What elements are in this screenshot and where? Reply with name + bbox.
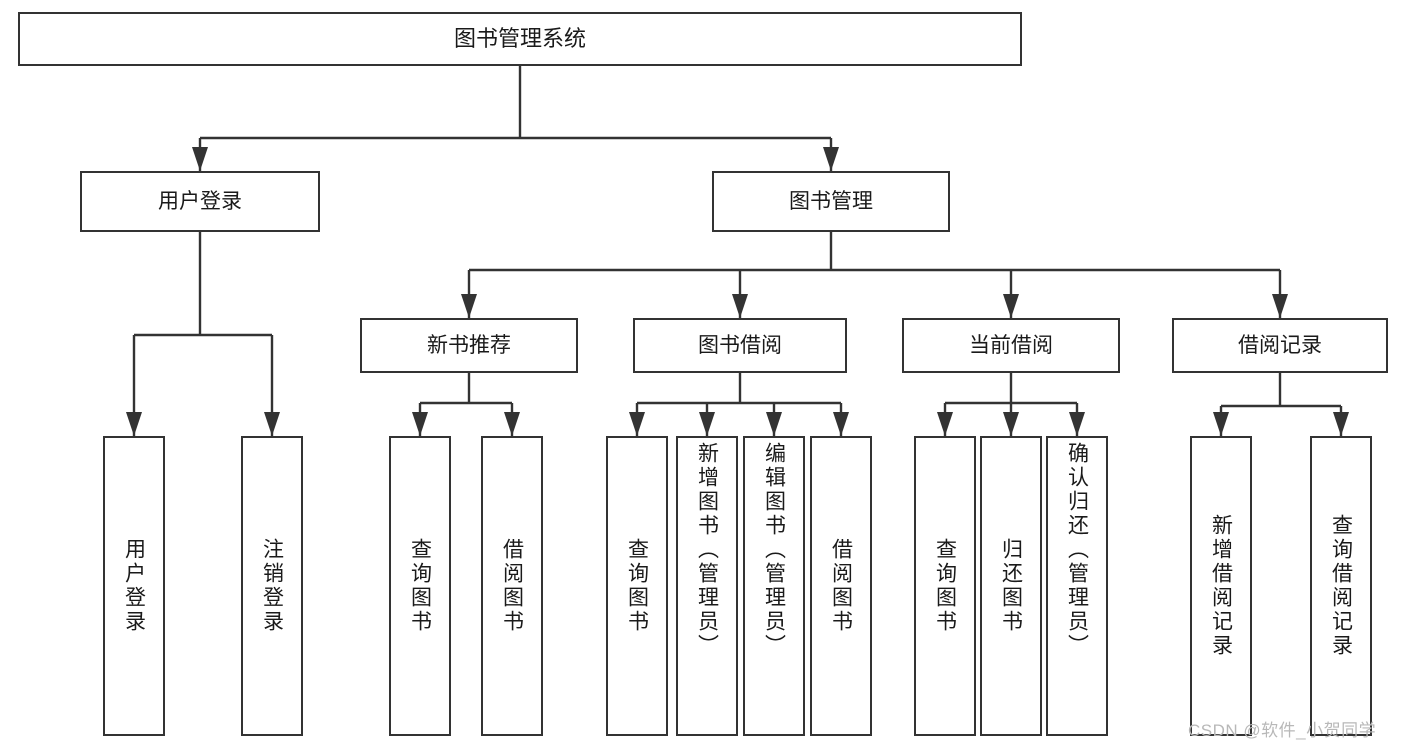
node-l4[interactable]: 借阅图书 bbox=[481, 436, 543, 736]
node-label: 新书推荐 bbox=[427, 333, 511, 357]
arrowhead-current bbox=[1003, 294, 1019, 318]
arrowhead-l8 bbox=[833, 412, 849, 436]
arrowhead-l5 bbox=[629, 412, 645, 436]
node-root[interactable]: 图书管理系统 bbox=[18, 12, 1022, 66]
node-l11[interactable]: 确认归还（管理员） bbox=[1046, 436, 1108, 736]
node-l8[interactable]: 借阅图书 bbox=[810, 436, 872, 736]
node-label: 用户登录 bbox=[122, 538, 146, 634]
node-label: 确认归还（管理员） bbox=[1065, 442, 1089, 658]
node-label: 图书管理 bbox=[789, 189, 873, 213]
node-label: 新增借阅记录 bbox=[1209, 514, 1233, 658]
node-bookmgmt[interactable]: 图书管理 bbox=[712, 171, 950, 232]
node-label: 归还图书 bbox=[999, 538, 1023, 634]
arrowhead-l4 bbox=[504, 412, 520, 436]
node-l10[interactable]: 归还图书 bbox=[980, 436, 1042, 736]
watermark: CSDN @软件_小贺同学 bbox=[1188, 721, 1377, 740]
node-label: 查询图书 bbox=[625, 538, 649, 634]
node-label: 借阅图书 bbox=[500, 538, 524, 634]
arrowhead-l9 bbox=[937, 412, 953, 436]
node-label: 注销登录 bbox=[260, 538, 284, 634]
node-newbook[interactable]: 新书推荐 bbox=[360, 318, 578, 373]
node-l7[interactable]: 编辑图书（管理员） bbox=[743, 436, 805, 736]
arrowhead-l6 bbox=[699, 412, 715, 436]
arrowhead-l10 bbox=[1003, 412, 1019, 436]
node-current[interactable]: 当前借阅 bbox=[902, 318, 1120, 373]
node-l1[interactable]: 用户登录 bbox=[103, 436, 165, 736]
arrowhead-bookmgmt bbox=[823, 147, 839, 171]
node-l13[interactable]: 查询借阅记录 bbox=[1310, 436, 1372, 736]
arrowhead-borrow bbox=[732, 294, 748, 318]
node-label: 查询图书 bbox=[408, 538, 432, 634]
node-label: 借阅记录 bbox=[1238, 333, 1322, 357]
node-l6[interactable]: 新增图书（管理员） bbox=[676, 436, 738, 736]
node-l9[interactable]: 查询图书 bbox=[914, 436, 976, 736]
node-l12[interactable]: 新增借阅记录 bbox=[1190, 436, 1252, 736]
node-label: 查询图书 bbox=[933, 538, 957, 634]
node-login[interactable]: 用户登录 bbox=[80, 171, 320, 232]
node-label: 图书借阅 bbox=[698, 333, 782, 357]
arrowhead-l13 bbox=[1333, 412, 1349, 436]
arrowhead-l2 bbox=[264, 412, 280, 436]
node-label: 当前借阅 bbox=[969, 333, 1053, 357]
node-l5[interactable]: 查询图书 bbox=[606, 436, 668, 736]
node-l3[interactable]: 查询图书 bbox=[389, 436, 451, 736]
node-label: 用户登录 bbox=[158, 189, 242, 213]
arrowhead-newbook bbox=[461, 294, 477, 318]
node-borrow[interactable]: 图书借阅 bbox=[633, 318, 847, 373]
arrowhead-l11 bbox=[1069, 412, 1085, 436]
arrowhead-l3 bbox=[412, 412, 428, 436]
node-label: 借阅图书 bbox=[829, 538, 853, 634]
node-label: 新增图书（管理员） bbox=[695, 442, 719, 658]
arrowhead-login bbox=[192, 147, 208, 171]
node-label: 编辑图书（管理员） bbox=[762, 442, 786, 658]
node-records[interactable]: 借阅记录 bbox=[1172, 318, 1388, 373]
node-label: 图书管理系统 bbox=[453, 25, 586, 51]
arrowhead-records bbox=[1272, 294, 1288, 318]
node-label: 查询借阅记录 bbox=[1329, 514, 1353, 658]
arrowhead-l1 bbox=[126, 412, 142, 436]
arrowhead-l7 bbox=[766, 412, 782, 436]
arrowhead-l12 bbox=[1213, 412, 1229, 436]
node-l2[interactable]: 注销登录 bbox=[241, 436, 303, 736]
